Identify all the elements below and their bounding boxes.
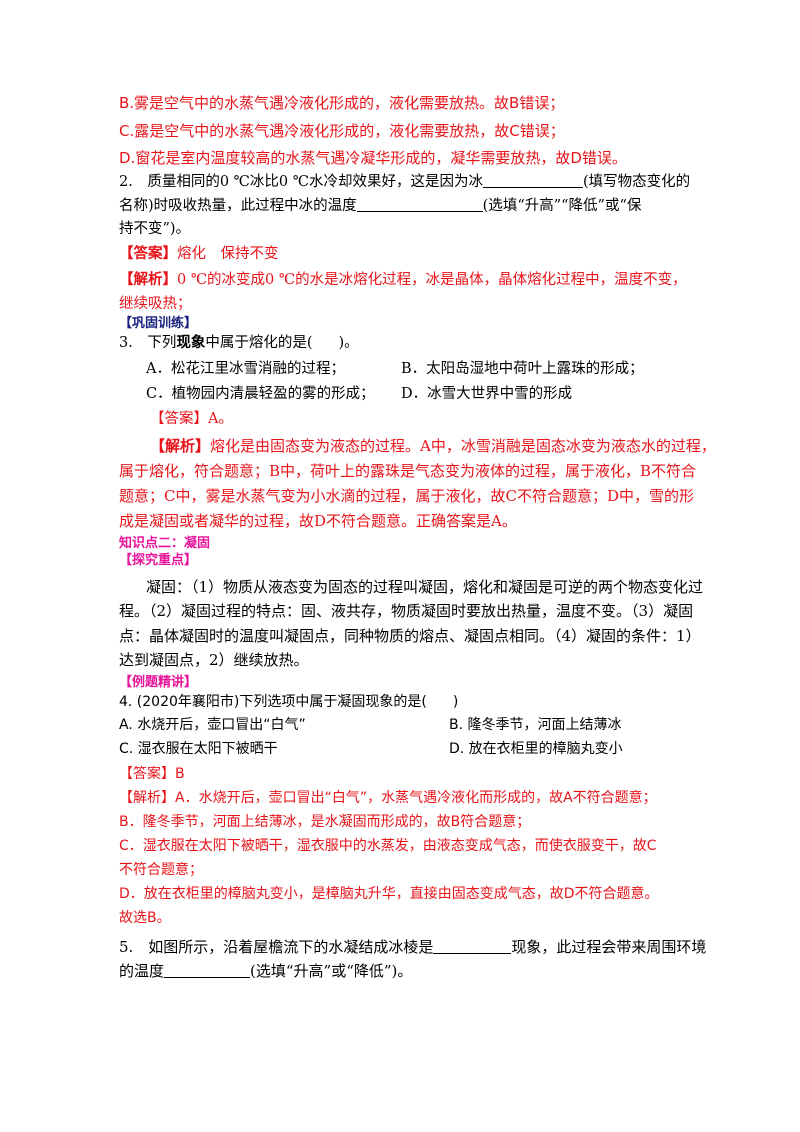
q5-stem-line2: 的温度 (选填“升高”或“降低”)。 — [119, 961, 412, 981]
q3-option-d: D．冰雪大世界中雪的形成 — [401, 386, 573, 402]
q4-option-a: A. 水烧开后，壶口冒出“白气” — [119, 717, 306, 733]
q2-blank-2[interactable] — [356, 197, 483, 212]
answer-tag: 【答案】 — [119, 245, 177, 262]
consolidate-heading: 【巩固训练】 — [119, 316, 198, 331]
q4-analysis-line4: 不符合题意； — [119, 862, 203, 878]
q3-stem-text: )。 — [338, 335, 359, 351]
examples-heading: 【例题精讲】 — [119, 675, 198, 690]
q4-analysis-line6: 故选B。 — [119, 910, 171, 926]
kp2-paragraph-line2: 程。（2）凝固过程的特点：固、液共存，物质凝固时要放出热量，温度不变。（3）凝固 — [119, 602, 694, 620]
q4-analysis-line1: 【解析】A．水烧开后，壶口冒出“白气”，水蒸气遇冷液化而形成的，故A不符合题意； — [119, 790, 657, 806]
q4-answer: 【答案】B — [119, 766, 185, 782]
q3-stem-emphasis: 现象 — [176, 335, 206, 351]
q3-option-a: A．松花江里冰雪消融的过程； — [146, 361, 345, 377]
q4-stem-text: ) — [452, 694, 459, 710]
q2-stem-line2: 名称)时吸收热量，此过程中冰的温度 (选填“升高”“降低”或“保 — [119, 196, 641, 216]
q2-answer: 【答案】熔化 保持不变 — [119, 244, 279, 264]
q4-analysis-line3: C．湿衣服在太阳下被晒干，湿衣服中的水蒸发，由液态变成气态，而使衣服变干，故C — [119, 838, 657, 854]
q4-option-b: B. 隆冬季节，河面上结薄冰 — [449, 717, 622, 733]
q4-analysis-line2: B．隆冬季节，河面上结薄冰，是水凝固而形成的，故B符合题意； — [119, 814, 531, 830]
q1-option-c: C.露是空气中的水蒸气遇冷液化形成的，液化需要放热，故C错误； — [119, 122, 565, 140]
q4-analysis-line5: D．放在衣柜里的樟脑丸变小，是樟脑丸升华，直接由固态变成气态，故D不符合题意。 — [119, 886, 659, 902]
q5-stem-text: 现象，此过程会带来周围环境 — [511, 938, 707, 956]
q4-option-c: C. 湿衣服在太阳下被晒干 — [119, 741, 278, 757]
q3-analysis-line2: 属于熔化，符合题意；B中，荷叶上的露珠是气态变为液体的过程，属于液化，B不符合 — [119, 462, 697, 480]
q3-option-b: B．太阳岛湿地中荷叶上露珠的形成； — [401, 361, 644, 377]
q3-analysis-line3: 题意；C中，雾是水蒸气变为小水滴的过程，属于液化，故C不符合题意；D中，雪的形 — [119, 487, 694, 505]
kp2-explore-heading: 【探究重点】 — [119, 553, 198, 568]
q3-answer: 【答案】A。 — [150, 411, 233, 427]
q5-stem-text: 的温度 — [119, 962, 165, 980]
q3-stem-text: 中属于熔化的是( — [205, 335, 313, 351]
kp2-paragraph-line1: 凝固：（1）物质从液态变为固态的过程叫凝固，熔化和凝固是可逆的两个物态变化过 — [146, 578, 704, 596]
answer-text: 熔化 保持不变 — [177, 246, 279, 262]
q2-stem-text: (选填“升高”“降低”或“保 — [482, 198, 642, 214]
q2-stem-text: 2. 质量相同的0 ℃冰比0 ℃水冷却效果好，这是因为冰 — [119, 174, 483, 190]
q2-stem-line1: 2. 质量相同的0 ℃冰比0 ℃水冷却效果好，这是因为冰 (填写物态变化的 — [119, 172, 690, 192]
q3-option-c: C．植物园内清晨轻盈的雾的形成； — [146, 386, 375, 402]
q5-stem-line1: 5. 如图所示，沿着屋檐流下的水凝结成冰棱是 现象，此过程会带来周围环境 — [119, 937, 706, 957]
kp2-heading: 知识点二：凝固 — [119, 536, 211, 551]
q3-stem-text: 3. 下列 — [119, 335, 177, 351]
q3-stem: 3. 下列现象中属于熔化的是( )。 — [119, 333, 359, 353]
analysis-tag: 【解析】 — [119, 271, 177, 288]
kp2-paragraph-line3: 点：晶体凝固时的温度叫凝固点，同种物质的熔点、凝固点相同。（4）凝固的条件：1） — [119, 627, 701, 645]
q5-stem-text: 5. 如图所示，沿着屋檐流下的水凝结成冰棱是 — [119, 938, 434, 956]
analysis-text: 0 ℃的冰变成0 ℃的水是冰熔化过程，冰是晶体，晶体熔化过程中，温度不变， — [177, 272, 687, 288]
analysis-tag: 【解析】 — [150, 437, 211, 455]
q5-stem-text: (选填“升高”或“降低”)。 — [250, 962, 413, 980]
q1-option-b: B.雾是空气中的水蒸气遇冷液化形成的，液化需要放热。故B错误； — [119, 94, 565, 112]
q5-blank-1[interactable] — [433, 939, 512, 954]
q1-option-d: D.窗花是室内温度较高的水蒸气遇冷凝华形成的，凝华需要放热，故D错误。 — [119, 149, 627, 167]
q4-stem: 4. (2020年襄阳市)下列选项中属于凝固现象的是() — [119, 692, 458, 712]
kp2-paragraph-line4: 达到凝固点，2）继续放热。 — [119, 651, 309, 669]
q3-analysis-line1: 【解析】熔化是由固态变为液态的过程。A中，冰雪消融是固态冰变为液态水的过程， — [150, 436, 716, 456]
q2-analysis-line2: 继续吸热； — [119, 296, 192, 312]
q4-stem-text: 4. (2020年襄阳市)下列选项中属于凝固现象的是( — [119, 694, 427, 710]
q5-blank-2[interactable] — [164, 963, 251, 978]
q2-stem-line3: 持不变”)。 — [119, 221, 191, 237]
q2-stem-text: 名称)时吸收热量，此过程中冰的温度 — [119, 198, 357, 214]
analysis-text: 熔化是由固态变为液态的过程。A中，冰雪消融是固态冰变为液态水的过程， — [210, 437, 716, 455]
q4-option-d: D. 放在衣柜里的樟脑丸变小 — [449, 741, 623, 757]
q2-blank-1[interactable] — [482, 173, 583, 188]
q2-stem-text: (填写物态变化的 — [582, 174, 691, 190]
q2-analysis-line1: 【解析】0 ℃的冰变成0 ℃的水是冰熔化过程，冰是晶体，晶体熔化过程中，温度不变… — [119, 270, 687, 290]
q3-analysis-line4: 成是凝固或者凝华的过程，故D不符合题意。正确答案是A。 — [119, 512, 517, 530]
